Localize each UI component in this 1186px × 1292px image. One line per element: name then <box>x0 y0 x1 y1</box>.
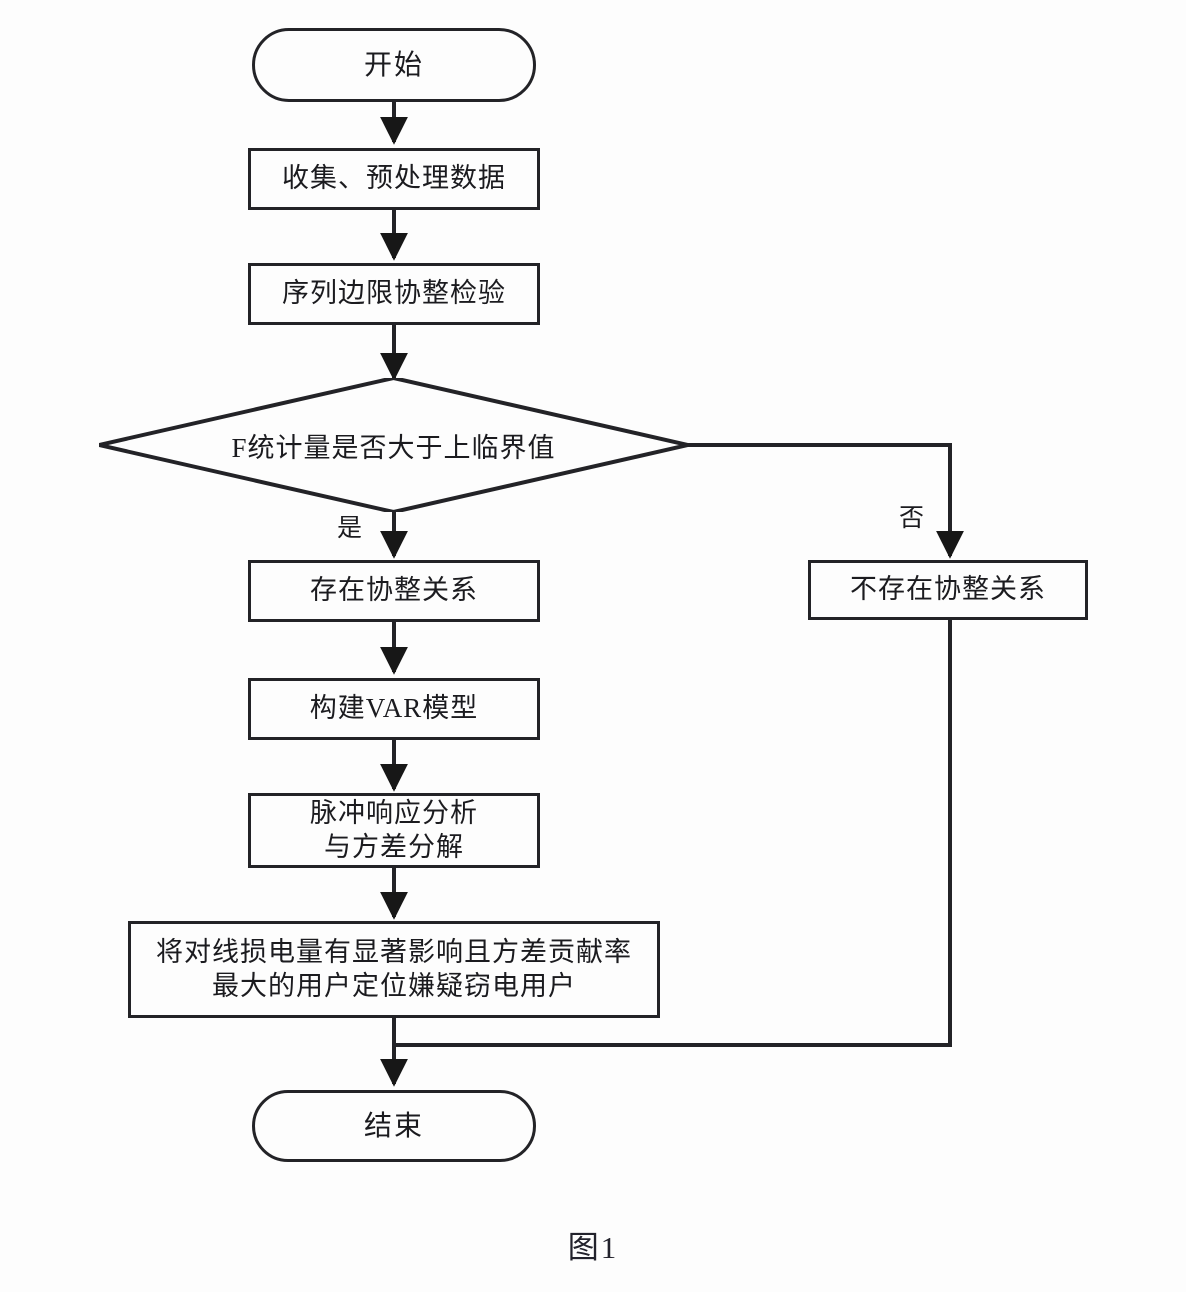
decision-diamond-shape <box>99 378 688 512</box>
node-start[interactable]: 开始 <box>252 28 536 102</box>
edge-label-yes: 是 <box>337 515 364 542</box>
node-start-label: 开始 <box>363 49 424 81</box>
node-impulse-variance[interactable]: 脉冲响应分析 与方差分解 <box>248 793 540 868</box>
node-decision[interactable]: F统计量是否大于上临界值 <box>99 378 688 512</box>
node-decision-label: F统计量是否大于上临界值 <box>231 432 556 463</box>
node-end-label: 结束 <box>363 1110 424 1142</box>
node-locate-suspect-user[interactable]: 将对线损电量有显著影响且方差贡献率 最大的用户定位嫌疑窃电用户 <box>128 921 660 1018</box>
node-end[interactable]: 结束 <box>252 1090 536 1162</box>
node-impulse-variance-label: 脉冲响应分析 与方差分解 <box>310 797 478 862</box>
node-cointegration-absent[interactable]: 不存在协整关系 <box>808 560 1088 620</box>
node-build-var-model[interactable]: 构建VAR模型 <box>248 678 540 740</box>
node-build-var-model-label: 构建VAR模型 <box>309 693 479 724</box>
figure-caption: 图1 <box>567 1230 619 1265</box>
node-collect-data-label: 收集、预处理数据 <box>282 163 506 194</box>
node-bounds-test[interactable]: 序列边限协整检验 <box>248 263 540 325</box>
node-cointegration-exists-label: 存在协整关系 <box>310 575 478 606</box>
node-cointegration-absent-label: 不存在协整关系 <box>850 574 1046 605</box>
node-cointegration-exists[interactable]: 存在协整关系 <box>248 560 540 622</box>
node-locate-suspect-user-label: 将对线损电量有显著影响且方差贡献率 最大的用户定位嫌疑窃电用户 <box>156 936 632 1001</box>
edge-label-no: 否 <box>899 505 926 532</box>
node-collect-data[interactable]: 收集、预处理数据 <box>248 148 540 210</box>
node-bounds-test-label: 序列边限协整检验 <box>282 278 506 309</box>
